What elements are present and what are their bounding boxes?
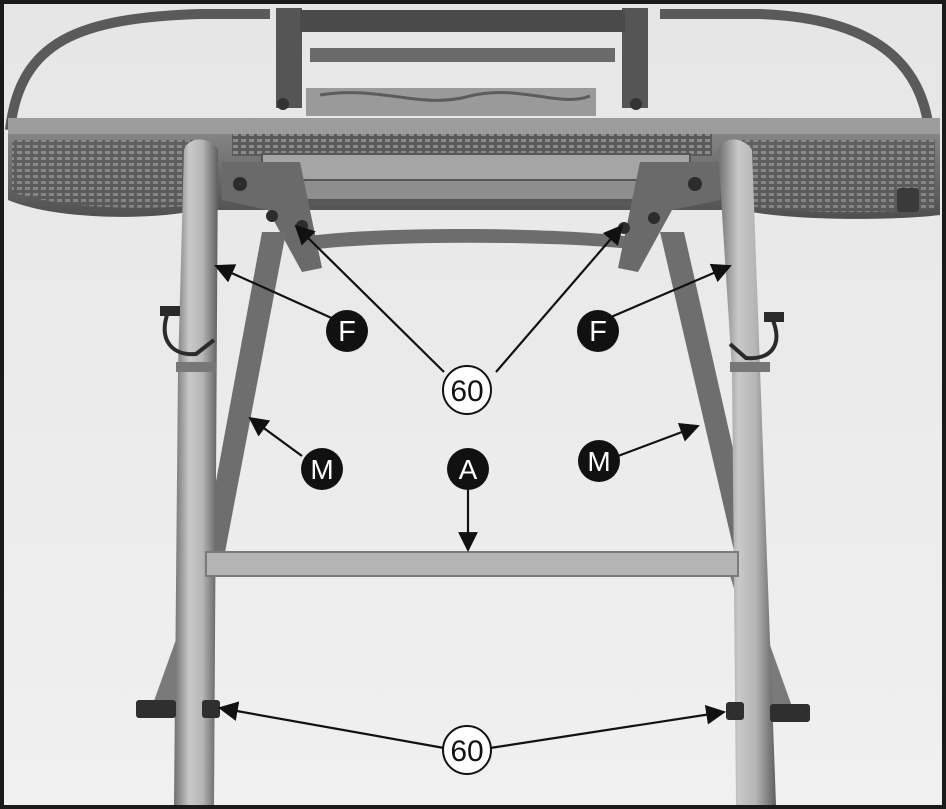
bottom-bolts [136, 700, 810, 722]
callout-A: A [447, 448, 489, 490]
callout-F-right-label: F [589, 316, 607, 348]
callout-A-label: A [459, 454, 478, 485]
arrow-60-bottom-left [218, 701, 445, 750]
hitch-pins [160, 306, 784, 361]
ladder-post-right [718, 139, 776, 805]
arrow-M-right [617, 422, 700, 458]
callout-F-left-label: F [338, 316, 356, 348]
callout-60-bottom: 60 [442, 725, 492, 775]
callout-M-right: M [578, 440, 620, 482]
callout-F-left-badge [326, 310, 368, 352]
callout-A-badge [447, 448, 489, 490]
callout-M-left-label: M [310, 454, 333, 485]
seat-frame [5, 8, 935, 141]
arrow-60-bottom-right [489, 704, 726, 750]
treestand-assembly-photo: F F 60 M A M 60 [4, 4, 942, 805]
cross-rung [205, 551, 739, 577]
callout-60-top: 60 [442, 365, 492, 415]
arrow-M-left [248, 416, 303, 457]
callout-F-right: F [577, 310, 619, 352]
platform [8, 118, 940, 219]
callout-F-left: F [326, 310, 368, 352]
callout-60-top-label: 60 [450, 375, 483, 408]
rear-support-bar [296, 229, 640, 252]
callout-M-right-label: M [587, 446, 610, 477]
arrow-60-top-left [294, 224, 445, 373]
callout-60-bottom-badge [442, 725, 492, 775]
arrow-F-left [214, 264, 337, 322]
callout-M-left: M [301, 448, 343, 490]
callout-M-left-badge [301, 448, 343, 490]
callout-arrows [214, 224, 732, 750]
callout-M-right-badge [578, 440, 620, 482]
diagonal-brace-left [200, 232, 286, 568]
callout-F-right-badge [577, 310, 619, 352]
callout-60-bottom-label: 60 [450, 735, 483, 768]
callout-60-top-badge [442, 365, 492, 415]
ladder-post-left [174, 139, 218, 805]
arrow-60-top-right [495, 224, 624, 373]
arrow-F-right [603, 263, 732, 322]
